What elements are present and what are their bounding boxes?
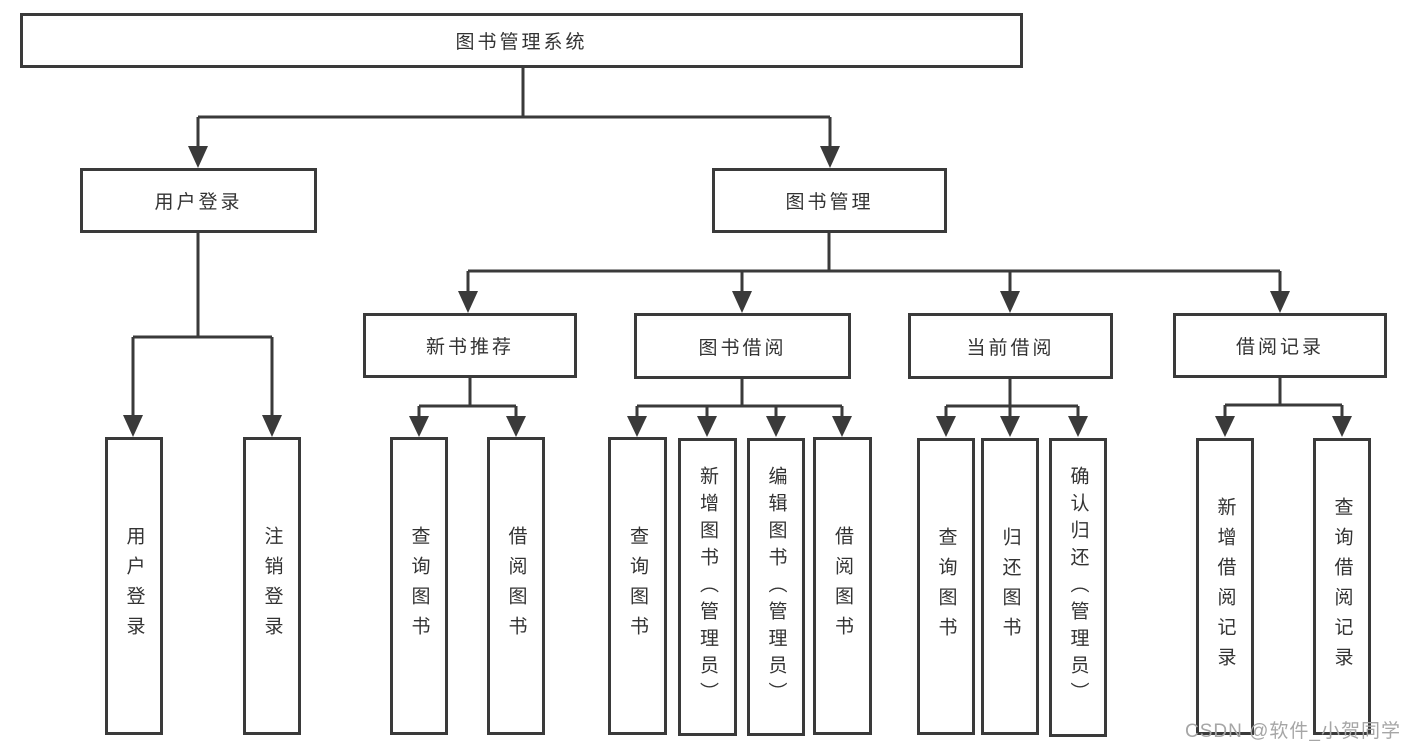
leaf-add-books-admin: 新增图书（管理员） <box>678 438 737 736</box>
leaf-edit-books-admin: 编辑图书（管理员） <box>747 438 805 736</box>
node-book-management: 图书管理 <box>712 168 947 233</box>
connector-root-to-level2 <box>188 68 840 168</box>
leaf-confirm-return-admin: 确认归还（管理员） <box>1049 438 1107 737</box>
leaf-search-borrow-record-label: 查询借阅记录 <box>1331 496 1353 677</box>
leaf-borrow-books-borrowing-label: 借阅图书 <box>832 526 853 646</box>
node-book-management-label: 图书管理 <box>785 192 874 213</box>
leaf-search-books-current-label: 查询图书 <box>935 526 957 647</box>
leaf-search-books-recommend: 查询图书 <box>390 437 448 735</box>
leaf-logout-login: 注销登录 <box>243 437 301 735</box>
connector-borrow-records-children <box>1215 378 1352 437</box>
leaf-user-login-label: 用户登录 <box>123 526 145 646</box>
connector-new-books-children <box>409 378 526 437</box>
leaf-search-books-borrowing-label: 查询图书 <box>627 526 648 646</box>
leaf-borrow-books-recommend: 借阅图书 <box>487 437 545 735</box>
leaf-add-borrow-record: 新增借阅记录 <box>1196 438 1254 735</box>
connector-current-borrow-children <box>936 378 1088 437</box>
node-current-borrowing: 当前借阅 <box>908 313 1113 379</box>
leaf-search-borrow-record: 查询借阅记录 <box>1313 438 1371 735</box>
node-library-management-system: 图书管理系统 <box>20 13 1023 68</box>
leaf-add-borrow-record-label: 新增借阅记录 <box>1214 496 1236 677</box>
csdn-watermark: CSDN @软件_小贺同学 <box>1185 721 1401 742</box>
leaf-search-books-recommend-label: 查询图书 <box>408 526 430 646</box>
node-book-borrowing: 图书借阅 <box>634 313 851 379</box>
node-library-management-system-label: 图书管理系统 <box>455 32 588 53</box>
node-borrow-records: 借阅记录 <box>1173 313 1387 378</box>
node-new-book-recommend: 新书推荐 <box>363 313 577 378</box>
leaf-edit-books-admin-label: 编辑图书（管理员） <box>765 465 787 709</box>
connector-book-borrow-children <box>627 378 852 437</box>
leaf-borrow-books-borrowing: 借阅图书 <box>813 437 872 735</box>
leaf-return-books: 归还图书 <box>981 438 1039 735</box>
node-new-book-recommend-label: 新书推荐 <box>425 337 514 358</box>
node-book-borrowing-label: 图书借阅 <box>698 337 787 359</box>
leaf-return-books-label: 归还图书 <box>999 526 1021 647</box>
leaf-add-books-admin-label: 新增图书（管理员） <box>697 465 718 709</box>
leaf-user-login: 用户登录 <box>105 437 163 735</box>
leaf-confirm-return-admin-label: 确认归还（管理员） <box>1067 466 1089 709</box>
leaf-logout-login-label: 注销登录 <box>261 526 283 646</box>
leaf-search-books-borrowing: 查询图书 <box>608 437 667 735</box>
leaf-borrow-books-recommend-label: 借阅图书 <box>505 526 527 646</box>
connector-user-login-children <box>123 233 282 437</box>
node-borrow-records-label: 借阅记录 <box>1235 337 1324 358</box>
connector-book-mgmt-to-level3 <box>458 233 1290 313</box>
leaf-search-books-current: 查询图书 <box>917 438 975 735</box>
node-current-borrowing-label: 当前借阅 <box>966 337 1055 359</box>
node-user-login: 用户登录 <box>80 168 317 233</box>
node-user-login-label: 用户登录 <box>154 192 243 213</box>
